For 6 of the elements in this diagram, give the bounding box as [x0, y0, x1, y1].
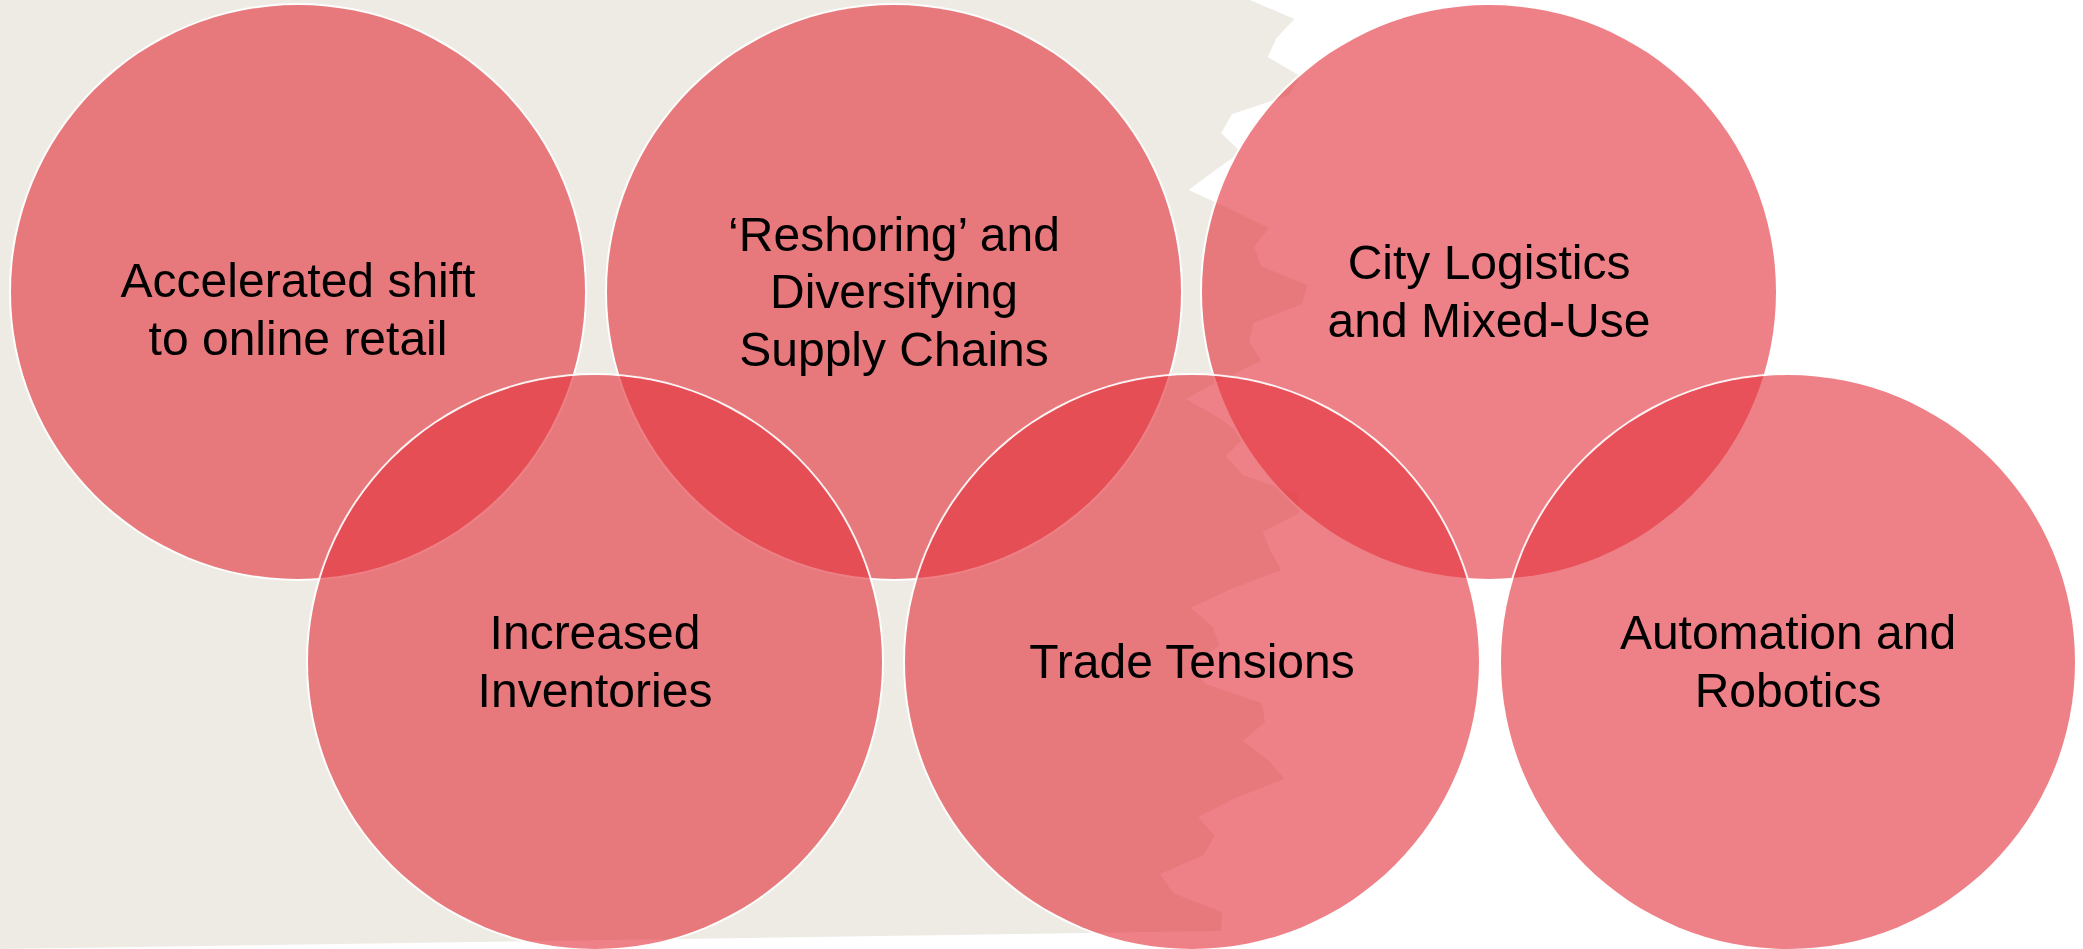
- topic-label: City Logistics and Mixed-Use: [1326, 235, 1652, 349]
- topic-label: ‘Reshoring’ and Diversifying Supply Chains: [727, 206, 1061, 378]
- topic-label: Accelerated shift to online retail: [119, 253, 477, 367]
- topic-label: Automation and Robotics: [1618, 605, 1958, 719]
- topic-label: Trade Tensions: [1028, 634, 1356, 691]
- topic-label: Increased Inventories: [476, 605, 714, 719]
